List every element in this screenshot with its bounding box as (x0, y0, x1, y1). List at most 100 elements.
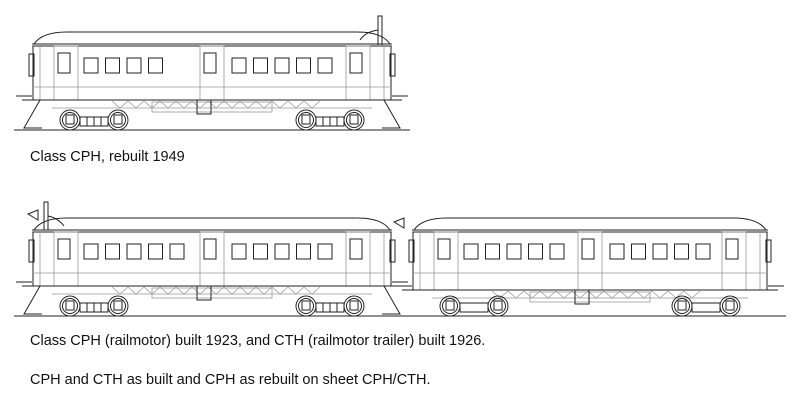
battery-box (196, 285, 212, 301)
axlebox (301, 300, 311, 311)
truss-strut (643, 290, 653, 299)
axlebox (677, 300, 687, 311)
side-window (674, 243, 689, 260)
bogie (439, 295, 509, 317)
side-window (317, 57, 333, 74)
pilot (382, 99, 401, 129)
bogie (59, 109, 129, 131)
battery-box (196, 99, 212, 115)
truss-strut (311, 100, 321, 109)
side-window (148, 57, 163, 74)
equipment-box (151, 101, 273, 113)
equipment-box (529, 291, 651, 303)
door-window (349, 238, 363, 260)
truss-strut (523, 290, 533, 299)
end-window (28, 53, 35, 77)
equipment-box (151, 287, 273, 299)
cph-built-1923 (14, 201, 410, 317)
wheel-rim (62, 298, 78, 314)
truss-strut (279, 100, 289, 109)
side-window (506, 243, 522, 260)
car-body (412, 231, 768, 291)
truss-strut (271, 100, 281, 109)
axlebox (349, 114, 359, 125)
truss-strut (311, 286, 321, 295)
bogie-frame (691, 302, 721, 313)
side-window (528, 243, 543, 260)
truss-strut (667, 290, 677, 299)
cph-rebuilt-1949 (14, 15, 410, 131)
side-window (253, 57, 268, 74)
truss-strut (287, 286, 297, 295)
side-window (695, 243, 711, 260)
roof (33, 217, 391, 231)
side-window (105, 243, 120, 260)
door-window (203, 238, 217, 260)
door-window (57, 238, 71, 260)
bogie (295, 109, 365, 131)
truss-strut (271, 286, 281, 295)
truss-strut (287, 100, 297, 109)
end-window (389, 239, 396, 263)
bogie-frame (459, 302, 489, 313)
caption-sheet-note: CPH and CTH as built and CPH as rebuilt … (30, 372, 431, 388)
wheel-rim (110, 298, 126, 314)
wheel-rim (722, 298, 738, 314)
wheel-rim (346, 112, 362, 128)
door-window (725, 238, 739, 260)
side-window (317, 243, 333, 260)
truss-strut (111, 286, 121, 295)
side-window (126, 243, 142, 260)
truss-strut (143, 100, 153, 109)
axlebox (725, 300, 735, 311)
side-window (83, 57, 99, 74)
exhaust-stack (359, 15, 383, 45)
exhaust-stack (43, 201, 65, 230)
side-window (231, 243, 247, 260)
axlebox (301, 114, 311, 125)
side-window (169, 243, 185, 260)
truss-strut (135, 286, 145, 295)
roof (33, 31, 391, 45)
side-window (253, 243, 268, 260)
door-window (581, 238, 595, 260)
pilot (382, 285, 401, 315)
wheel-rim (442, 298, 458, 314)
side-window (126, 57, 142, 74)
axlebox (113, 300, 123, 311)
truss-strut (135, 100, 145, 109)
truss-strut (303, 286, 313, 295)
side-window (148, 243, 163, 260)
bogie (295, 295, 365, 317)
wheel-rim (346, 298, 362, 314)
side-window (231, 57, 247, 74)
caption-cph-cth-built: Class CPH (railmotor) built 1923, and CT… (30, 333, 486, 349)
cth-built-1926 (392, 217, 786, 317)
truss-strut (303, 100, 313, 109)
side-window (485, 243, 500, 260)
truss-strut (295, 100, 305, 109)
side-window (83, 243, 99, 260)
axlebox (493, 300, 503, 311)
side-window (105, 57, 120, 74)
wheel-rim (298, 298, 314, 314)
door-window (349, 52, 363, 74)
bogie (671, 295, 741, 317)
truss-strut (127, 286, 137, 295)
truss-strut (683, 290, 693, 299)
tail-lamp (392, 217, 405, 229)
pilot (23, 99, 42, 129)
door-window (57, 52, 71, 74)
side-window (296, 57, 311, 74)
truss-strut (279, 286, 289, 295)
axlebox (65, 114, 75, 125)
pilot (23, 285, 42, 315)
wheel-rim (62, 112, 78, 128)
battery-box (574, 289, 590, 305)
end-window (28, 239, 35, 263)
side-window (296, 243, 311, 260)
side-window (549, 243, 565, 260)
axlebox (349, 300, 359, 311)
truss-strut (295, 286, 305, 295)
